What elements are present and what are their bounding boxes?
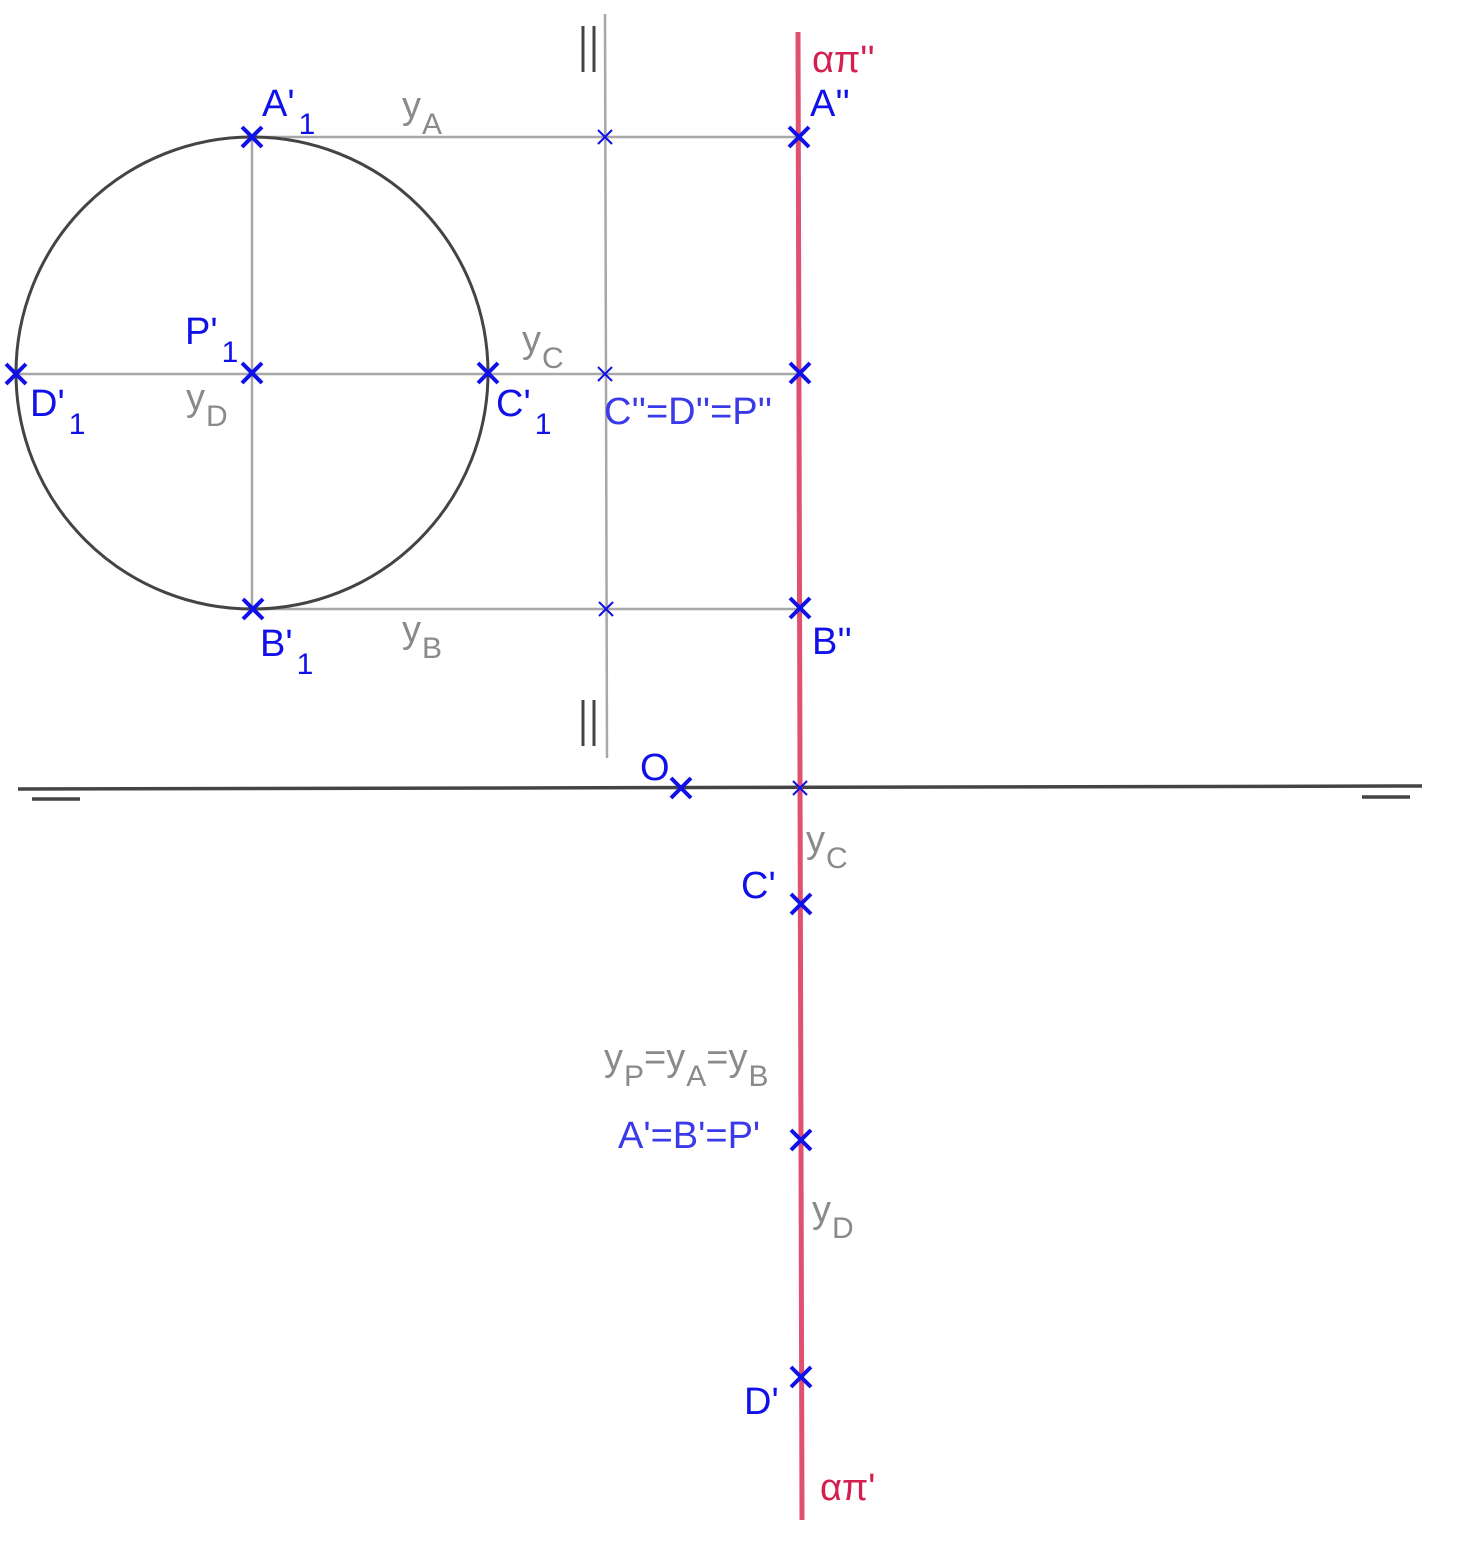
b1-rotated-label: B'1 xyxy=(260,623,313,681)
a2-label: A'' xyxy=(810,83,850,125)
small-cross-marker xyxy=(598,601,614,617)
yb-label: yB xyxy=(402,609,442,665)
point-origin-marker xyxy=(669,776,693,800)
parallel-marks xyxy=(581,26,596,746)
point-cdp2-marker xyxy=(788,361,812,385)
small-cross-marker xyxy=(792,780,808,796)
small-cross-marker xyxy=(597,129,613,145)
point-b2-marker xyxy=(788,596,812,620)
trace-horizontal-label: απ' xyxy=(820,1467,875,1509)
yd-front-label: yD xyxy=(812,1189,854,1245)
point-a2-marker xyxy=(787,125,811,149)
point-d1-marker xyxy=(789,1365,813,1389)
abp1-label: A'=B'=P' xyxy=(618,1115,760,1157)
point-a1-rotated-marker xyxy=(240,125,264,149)
a1-rotated-label: A'1 xyxy=(262,83,315,141)
point-c1-rotated-marker xyxy=(476,361,500,385)
point-abp1-marker xyxy=(789,1128,813,1152)
p1-rotated-label: P'1 xyxy=(185,311,238,369)
d1-label: D' xyxy=(744,1381,779,1423)
yc-label: yC xyxy=(522,319,564,375)
point-c1-marker xyxy=(789,892,813,916)
origin-label: O xyxy=(640,747,670,789)
point-b1-rotated-marker xyxy=(241,597,265,621)
trace-vertical-label: απ'' xyxy=(812,39,875,81)
point-p1-rotated-marker xyxy=(240,361,264,385)
c1-rotated-label: C'1 xyxy=(496,383,551,441)
c1-label: C' xyxy=(741,865,776,907)
trace-line xyxy=(795,31,805,1521)
d1-rotated-label: D'1 xyxy=(30,383,85,441)
point-crosses xyxy=(4,125,813,1389)
yd-label: yD xyxy=(186,377,228,433)
ya-label: yA xyxy=(402,85,442,141)
point-d1-rotated-marker xyxy=(4,362,28,386)
cdp2-label: C''=D''=P'' xyxy=(604,391,772,433)
b2-label: B'' xyxy=(812,621,852,663)
small-crosses xyxy=(597,129,808,796)
ground-line xyxy=(17,784,1423,801)
fold-line-vertical xyxy=(603,13,609,759)
yc-front-label: yC xyxy=(806,819,848,875)
small-cross-marker xyxy=(597,366,613,382)
yp-equality-label: yP=yA=yB xyxy=(604,1037,768,1093)
